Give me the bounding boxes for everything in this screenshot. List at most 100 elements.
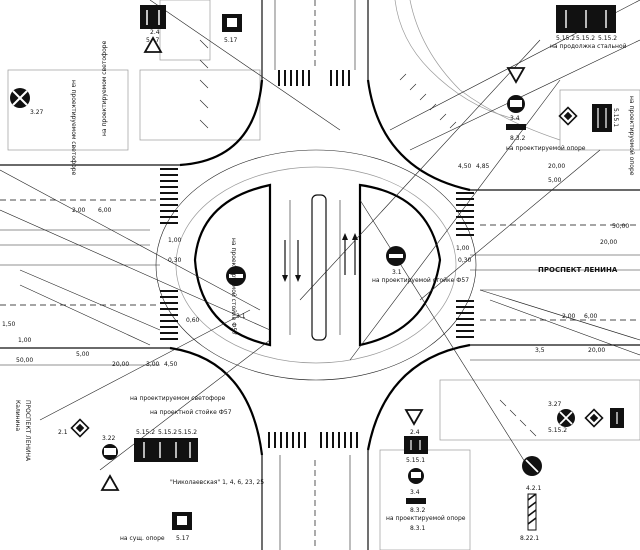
dimension-label: 1,00 (168, 237, 182, 244)
note-kalinin: Калинина (14, 400, 21, 431)
dimension-label: 2,00 (562, 313, 576, 320)
dimension-label: 20,00 (548, 163, 565, 170)
sign-code: 3.4 (510, 115, 520, 122)
dimension-label: 4,85 (476, 163, 490, 170)
sign-yield-bottom: 2.4 (404, 409, 424, 436)
sign-bus-bottom: 5.17 (172, 512, 192, 542)
dimension-label: 0,30 (458, 257, 472, 264)
sign-code: 5.17 (176, 535, 190, 542)
sign-code: 8.3.1 (410, 525, 425, 532)
vertical-street (261, 0, 369, 550)
sign-code: 4.2.1 (526, 485, 541, 492)
note-pole57-right: на проектируемой стойке Ф57 (372, 277, 469, 284)
dimension-label: 20,00 (588, 347, 605, 354)
note-nikolaev: "Николаевская" 1, 4, 6, 23, 25 (170, 479, 264, 486)
sign-code: 5.15.2 (158, 429, 177, 436)
crosswalk-bottom (268, 432, 358, 448)
note-pole57-bottom: на проектной стойке Ф57 (150, 409, 232, 416)
dimension-label: 3,5 (535, 347, 545, 354)
sign-code: 2.4 (150, 29, 160, 36)
sign-left-turn-ban: 3.22 (102, 435, 118, 460)
note-pole57-left: на проектируемой стойке Ф57 (230, 238, 237, 335)
sign-code: 5.15.2 (556, 35, 575, 42)
sign-code: 5.15.2 (136, 429, 155, 436)
sign-yield-right (506, 67, 526, 84)
sign-code: 5.15.2 (576, 35, 595, 42)
sign-code: 8.22.1 (520, 535, 539, 542)
dimension-label: 20,00 (112, 361, 129, 368)
crosswalk-top (278, 70, 350, 86)
dimension-label: 20,00 (600, 239, 617, 246)
sign-code: 3.27 (30, 109, 44, 116)
sign-no-trucks-right: 3.4 8.3.2 на проектируемой опоре (506, 95, 586, 152)
sign-code: 8.3.2 (510, 135, 525, 142)
leader-lines (0, 0, 640, 471)
sign-lane-table-right: 5.15.1 (592, 104, 619, 132)
sign-no-stopping-right: 3.27 (548, 401, 575, 427)
corner-curbs (169, 79, 471, 456)
sign-yield-bottom-left (100, 474, 120, 491)
note-lenin-left: ПРОСПЕКТ ЛЕНИНА (24, 400, 31, 462)
sign-code: 3.27 (548, 401, 562, 408)
dimension-label: 1,00 (456, 245, 470, 252)
sign-code: 5.15.1 (406, 457, 425, 464)
sign-code: 5.17 (224, 37, 238, 44)
note-on-pole-right: на проектируемой опоре (628, 96, 635, 176)
sign-code: 3.22 (102, 435, 116, 442)
dimension-label: 50,00 (16, 357, 33, 364)
sign-code: 5.15.2 (598, 35, 617, 42)
sign-lane-table-center: 5.15.1 (404, 436, 428, 464)
crosswalk-left (160, 168, 178, 340)
dimension-label: 3,00 (146, 361, 160, 368)
dimension-label: 0,30 (168, 257, 182, 264)
sign-code: 5.15.2 (178, 429, 197, 436)
crosswalk-right (456, 192, 474, 338)
sign-lane-table-top: 5.15.2 5.15.2 5.15.2 на продолжка стальн… (550, 5, 627, 50)
sign-keep-right: 4.2.1 8.22.1 (520, 456, 542, 542)
central-island (155, 149, 477, 381)
sign-code: 2.4 (410, 429, 420, 436)
sign-lane-arrows-right-low: 5.15.2 (548, 408, 624, 434)
dimension-label: 50,00 (612, 223, 629, 230)
sign-code: 8.3.2 (410, 507, 425, 514)
note-continuation: на продолжка стальной (550, 43, 627, 50)
dimension-label: 4,50 (164, 361, 178, 368)
sign-no-stopping: 3.27 (10, 88, 44, 116)
dimension-labels: 4,50 4,85 20,00 5,00 2,00 6,00 1,00 0,30… (2, 163, 629, 368)
carriageway-edges (0, 164, 640, 366)
dimension-label: 0,60 (186, 317, 200, 324)
sign-main-road-right-low (584, 408, 604, 428)
note-on-pole-bottom: на проектируемой опоре (386, 515, 466, 522)
lane-arrows (282, 233, 358, 282)
sign-lane-table-bottom: 5.15.2 5.15.2 5.15.2 (134, 429, 198, 462)
sign-code: 3.1 (236, 313, 246, 320)
kerb-hatching (199, 39, 537, 437)
sign-main-road-left: 2.1 (58, 418, 90, 438)
sign-code: 5.15.2 (548, 427, 567, 434)
sign-yield-triangle: 2.4 (143, 29, 163, 53)
dimension-label: 4,50 (458, 163, 472, 170)
street-name: ПРОСПЕКТ ЛЕНИНА (538, 266, 618, 274)
note-on-pole-top: на проектируемой опоре (506, 145, 586, 152)
sign-main-road-diamond (558, 106, 578, 126)
dimension-label: 5,00 (76, 351, 90, 358)
sign-code: 3.4 (410, 489, 420, 496)
dimension-label: 5,00 (548, 177, 562, 184)
note-on-pole-left: на проектируемом светофоре (101, 40, 108, 136)
dimension-label: 1,00 (18, 337, 32, 344)
sign-no-entry-right: 3.1 на проектируемой стойке Ф57 (372, 246, 469, 284)
sign-bus: 5.17 (222, 14, 242, 44)
dimension-label: 2,00 (72, 207, 86, 214)
sign-code: 5.15.1 (612, 108, 619, 127)
note-traffic-light-top: на проектируемом светофоре (70, 80, 77, 176)
note-existing-pole: на сущ. опоре (120, 535, 165, 542)
dimension-label: 6,00 (98, 207, 112, 214)
note-traffic-light-bottom: на проектируемом светофоре (130, 395, 226, 402)
dimension-label: 6,00 (584, 313, 598, 320)
sign-code: 3.1 (392, 269, 402, 276)
sign-code: 2.1 (58, 429, 68, 436)
sign-no-trucks-bottom: 3.4 8.3.2 8.3.1 на проектируемой опоре (386, 468, 466, 532)
dimension-label: 1,50 (2, 321, 16, 328)
sign-no-entry-left: 3.1 на проектируемой стойке Ф57 (226, 238, 246, 335)
